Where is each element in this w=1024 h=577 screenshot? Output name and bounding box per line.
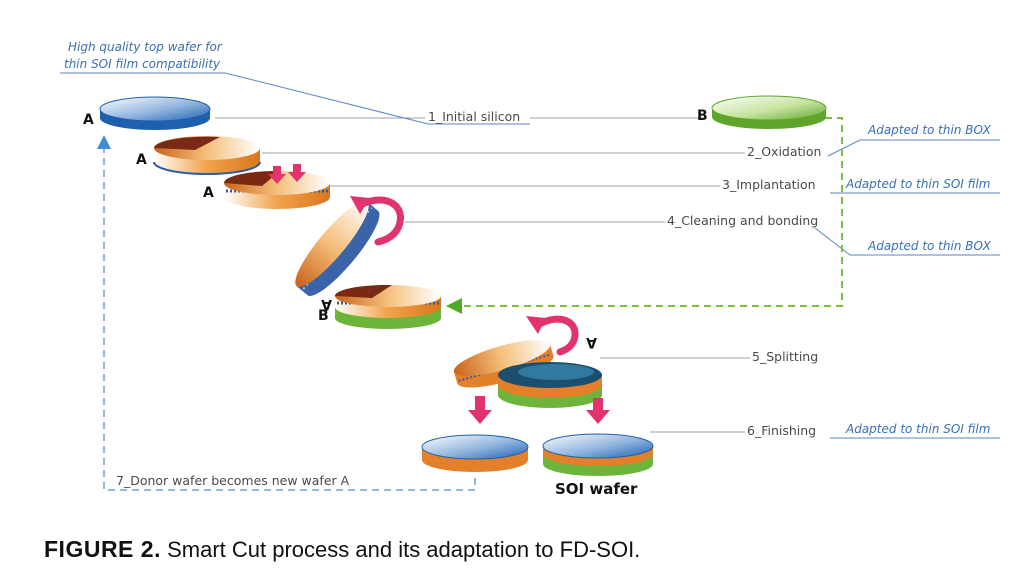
annotation-line-bonding [814,227,1000,256]
bonding-rotation-arrow-head [350,196,370,214]
step-label-implantation: 3_Implantation [722,177,816,192]
wafer-label-a-initial: A [83,112,94,128]
figure-caption-text: Smart Cut process and its adaptation to … [167,537,641,562]
splitting-rotation-arrow [534,315,579,356]
wafer-a-initial [99,96,211,130]
step-label-initial: 1_Initial silicon [428,109,520,124]
wafer-label-b-bonded: B [318,308,329,324]
wafer-label-a-oxidized: A [136,152,147,168]
step-label-oxidation: 2_Oxidation [747,144,821,159]
note-finishing: Adapted to thin SOI film [845,422,990,436]
annotation-line-oxidation [827,139,1000,157]
wafer-a-bonding [295,201,380,296]
soi-wafer [542,433,654,476]
figure-caption: FIGURE 2. Smart Cut process and its adap… [44,536,640,563]
annotation-line-top-wafer [60,72,530,125]
splitting-rotation-arrow-head [526,316,546,334]
green-arrow-head [446,298,462,314]
note-bonding: Adapted to thin BOX [867,239,992,253]
implantation-arrows [268,164,306,184]
step-label-donor: 7_Donor wafer becomes new wafer A [116,473,350,488]
note-oxidation: Adapted to thin BOX [867,123,992,137]
annotation-lines [60,72,1000,439]
wafer-label-b-initial: B [697,108,708,124]
wafer-bonded-stack [334,284,441,329]
wafer-a-oxidized [153,136,261,175]
leader-lines [215,117,750,433]
note-top-wafer-line2: thin SOI film compatibility [64,57,221,71]
step-label-bonding: 4_Cleaning and bonding [667,213,818,228]
soi-wafer-label: SOI wafer [555,480,638,498]
wafer-label-a-implanted: A [203,185,214,201]
wafer-b-path [460,117,843,307]
wafer-split-top [453,340,554,388]
step-label-splitting: 5_Splitting [752,349,818,364]
note-implantation: Adapted to thin SOI film [845,177,990,191]
wafer-b-initial [711,95,827,129]
wafer-label-a-flipped-bonded: A [321,296,332,312]
donor-return-path [97,135,476,491]
note-top-wafer-line1: High quality top wafer for [68,40,223,54]
bonding-rotation-arrow [356,196,404,246]
step-label-finishing: 6_Finishing [747,423,816,438]
wafer-split-bottom [498,362,602,408]
figure-number: FIGURE 2. [44,536,161,562]
donor-wafer [421,434,529,472]
wafer-label-a-flipped-split: A [586,334,597,350]
down-arrows [468,396,610,424]
